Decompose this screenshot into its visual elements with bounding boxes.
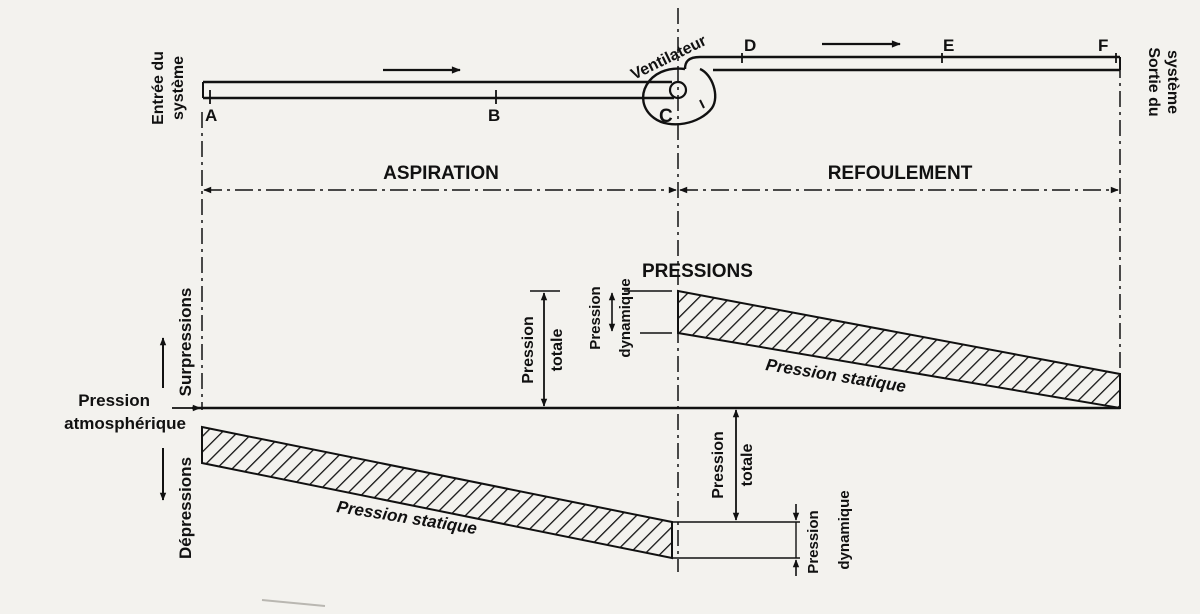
- overpressure-label: Surpressions: [176, 288, 195, 397]
- pressures-title: PRESSIONS: [642, 261, 753, 282]
- fan-hub: [668, 80, 688, 100]
- suction-total-line2: totale: [739, 444, 756, 487]
- point-label-a: A: [205, 106, 217, 125]
- point-label-b: B: [488, 106, 500, 125]
- suction-total-line1: Pression: [710, 431, 727, 499]
- point-label-c: C: [659, 106, 673, 127]
- discharge-dynamic-band: [677, 289, 1121, 410]
- atmospheric-line2: atmosphérique: [64, 414, 186, 433]
- discharge-total-line1: Pression: [520, 316, 537, 384]
- discharge-dynamic-line1: Pression: [587, 286, 604, 349]
- fan-casing: [642, 67, 717, 126]
- discharge-total-line2: totale: [549, 329, 566, 372]
- system-entry-label: Entrée du système: [150, 51, 187, 125]
- pressure-chart: [192, 289, 1121, 560]
- discharge-duct-neck: [683, 55, 701, 70]
- suction-dynamic-band: [201, 425, 673, 560]
- suction-label: ASPIRATION: [383, 163, 499, 184]
- suction-dynamic-line2: dynamique: [836, 490, 853, 569]
- scan-smudge: [261, 599, 326, 607]
- suction-dynamic-line1: Pression: [805, 510, 822, 573]
- system-exit-label: Sortie du système: [1145, 47, 1181, 116]
- system-exit-line1: Sortie du: [1145, 47, 1162, 116]
- discharge-label: REFOULEMENT: [828, 163, 973, 184]
- point-label-f: F: [1098, 36, 1108, 55]
- discharge-dynamic-line2: dynamique: [617, 278, 634, 357]
- pressure-axis-labels: Surpressions Dépressions Pression atmosp…: [64, 288, 201, 559]
- point-label-d: D: [744, 36, 756, 55]
- duct-system: [202, 40, 1121, 126]
- fan-blade-mark: [699, 99, 705, 109]
- system-entry-line1: Entrée du: [150, 51, 167, 125]
- atmospheric-line1: Pression: [78, 391, 150, 410]
- zone-dimensions: ASPIRATION REFOULEMENT: [203, 163, 1119, 194]
- system-entry-line2: système: [170, 56, 187, 120]
- point-label-e: E: [943, 36, 954, 55]
- system-exit-line2: système: [1164, 50, 1181, 114]
- depression-label: Dépressions: [176, 457, 195, 559]
